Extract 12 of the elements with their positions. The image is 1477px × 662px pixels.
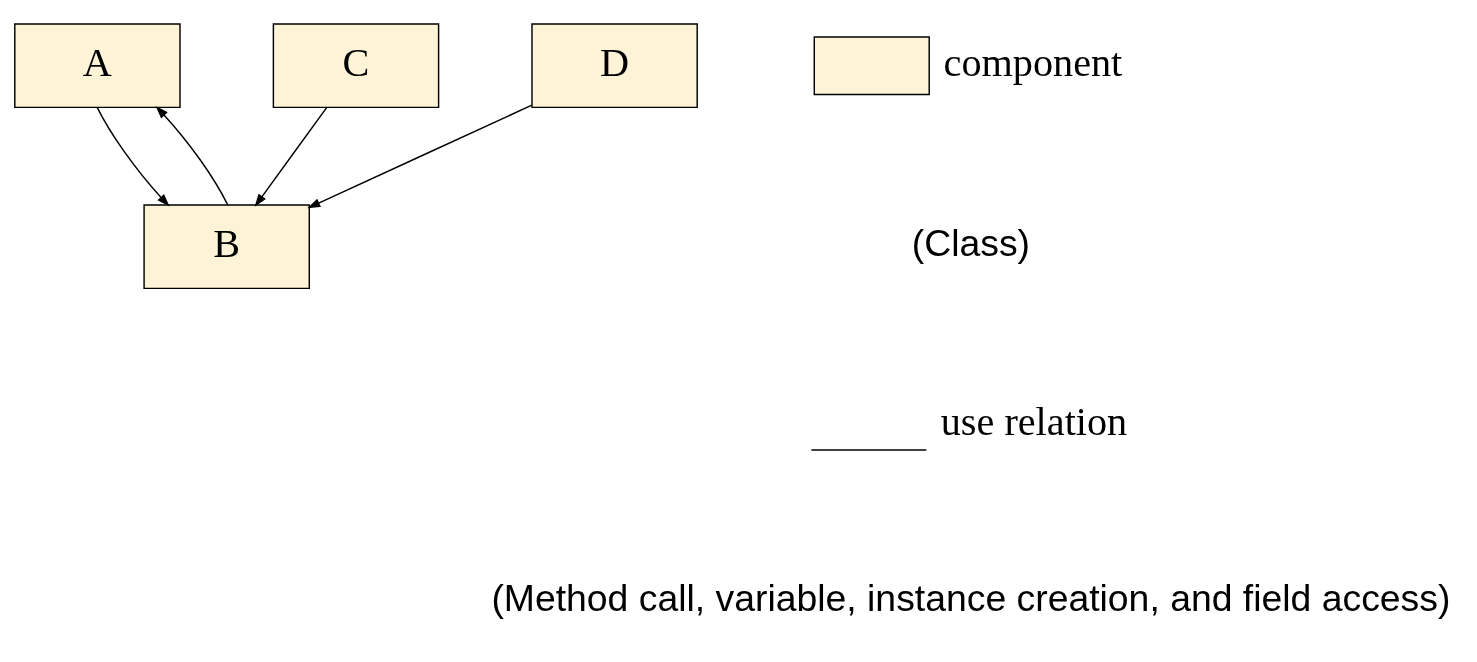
arrow (155, 105, 229, 206)
arrow (96, 106, 170, 207)
legend-label: component (943, 39, 1123, 85)
arrow (254, 106, 328, 207)
node-box: C (272, 22, 440, 108)
arrow (307, 103, 533, 208)
node-box: D (531, 22, 698, 108)
legend-label: use relation (940, 398, 1128, 444)
label: (Class) (911, 221, 1030, 264)
node-box: A (14, 22, 181, 108)
node-box: B (143, 203, 311, 289)
label: (Method call, variable, instance creation, and field access) (491, 576, 1451, 619)
